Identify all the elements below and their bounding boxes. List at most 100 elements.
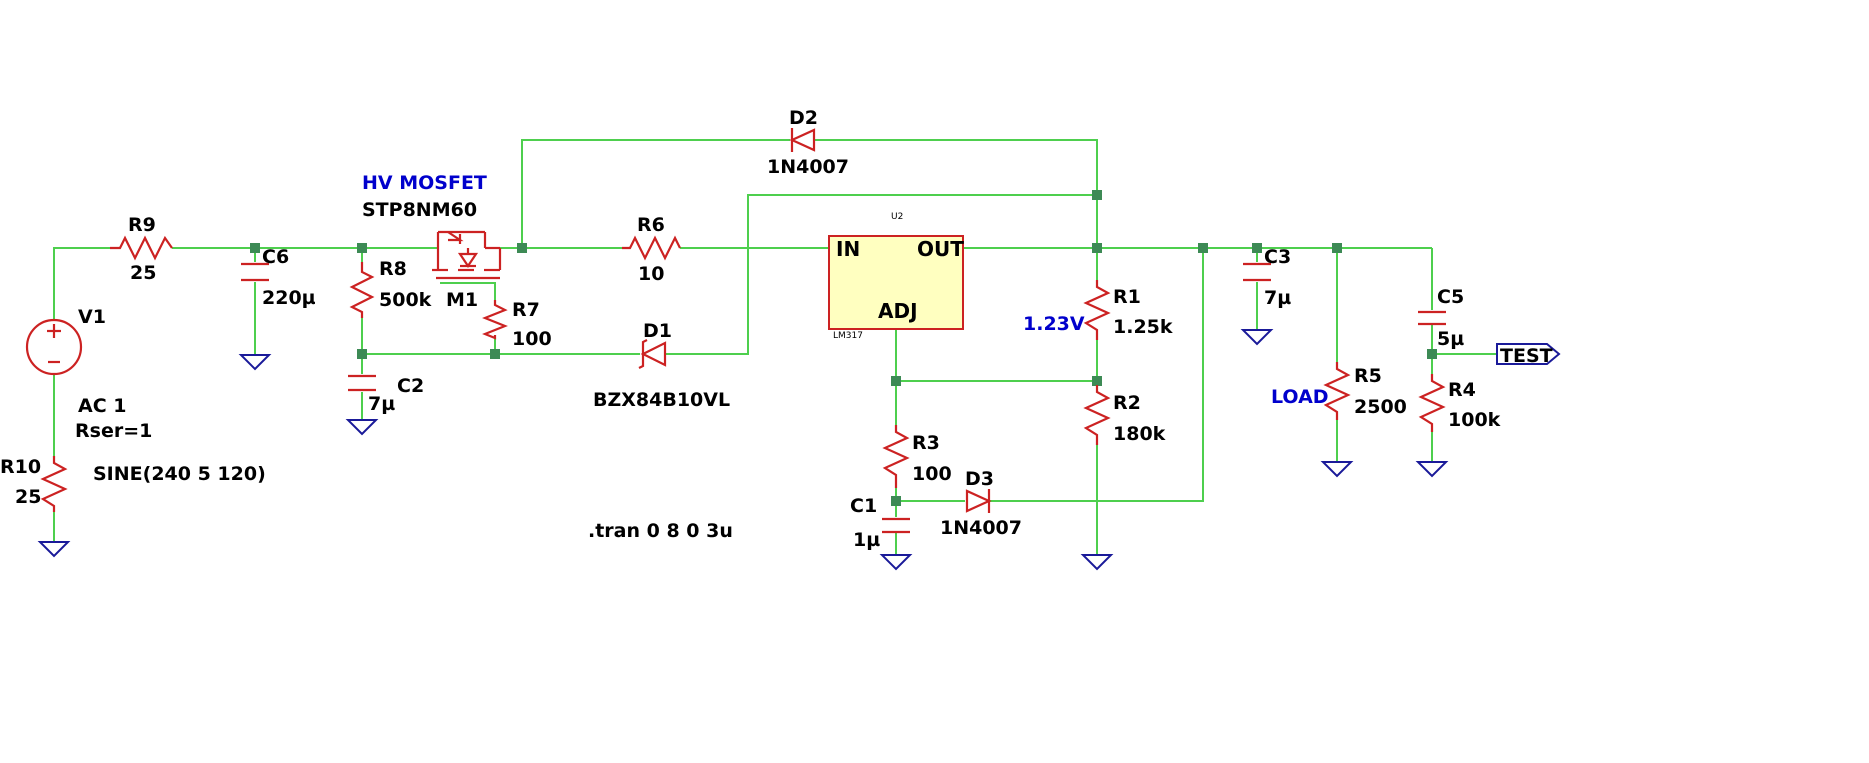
- m1-mosfet[interactable]: [432, 230, 502, 280]
- c3-ref: C3: [1264, 246, 1291, 268]
- r5-ref: R5: [1354, 365, 1382, 387]
- m1-note: HV MOSFET: [362, 172, 487, 194]
- r5-value: 2500: [1354, 396, 1407, 418]
- ground-icon: [1240, 329, 1274, 346]
- c2-ref: C2: [397, 375, 424, 397]
- v1-ac: AC 1: [78, 395, 126, 417]
- r4-value: 100k: [1448, 409, 1501, 431]
- ground-icon: [238, 354, 272, 371]
- r1-note: 1.23V: [1023, 313, 1085, 335]
- r7-value: 100: [512, 328, 552, 350]
- junction: [357, 243, 367, 253]
- r8-value: 500k: [379, 289, 432, 311]
- ground-icon: [1415, 461, 1449, 478]
- u2-regulator[interactable]: [828, 235, 964, 330]
- r7-ref: R7: [512, 299, 540, 321]
- r10-value: 25: [15, 486, 41, 508]
- r6-resistor[interactable]: [622, 235, 681, 261]
- c5-capacitor[interactable]: [1418, 310, 1446, 326]
- wire-v1-r9: [53, 247, 110, 320]
- ground-icon: [1320, 461, 1354, 478]
- test-net-label[interactable]: TEST: [1500, 345, 1553, 367]
- r2-value: 180k: [1113, 423, 1166, 445]
- junction: [490, 349, 500, 359]
- junction: [1092, 243, 1102, 253]
- wires: [53, 139, 1497, 555]
- c2-value: 7µ: [368, 393, 395, 415]
- junction: [891, 496, 901, 506]
- m1-ref: M1: [446, 289, 478, 311]
- wire-d2-left: [521, 139, 790, 248]
- r5-note: LOAD: [1271, 386, 1329, 408]
- r1-resistor[interactable]: [1083, 280, 1111, 340]
- spice-directive[interactable]: .tran 0 8 0 3u: [588, 520, 733, 542]
- d3-diode[interactable]: [965, 489, 992, 513]
- r7-resistor[interactable]: [482, 300, 508, 340]
- c1-ref: C1: [850, 495, 877, 517]
- ground-icon: [345, 419, 379, 436]
- m1-part: STP8NM60: [362, 199, 477, 221]
- r5-resistor[interactable]: [1323, 362, 1351, 420]
- ground-icon: [37, 541, 71, 558]
- d1-zener[interactable]: [638, 339, 667, 369]
- r6-ref: R6: [637, 214, 665, 236]
- junction: [250, 243, 260, 253]
- ground-icon: [1080, 554, 1114, 571]
- junction: [1332, 243, 1342, 253]
- r8-ref: R8: [379, 258, 407, 280]
- c5-value: 5µ: [1437, 328, 1464, 350]
- test-net-flag[interactable]: [1496, 343, 1561, 365]
- r1-value: 1.25k: [1113, 316, 1173, 338]
- r3-value: 100: [912, 463, 952, 485]
- r2-resistor[interactable]: [1083, 385, 1111, 445]
- junction: [1198, 243, 1208, 253]
- v1-func: SINE(240 5 120): [93, 463, 266, 485]
- d3-ref: D3: [965, 468, 994, 490]
- junction: [891, 376, 901, 386]
- r9-resistor[interactable]: [110, 235, 173, 261]
- c6-ref: C6: [262, 246, 289, 268]
- r9-ref: R9: [128, 214, 156, 236]
- r8-resistor[interactable]: [349, 262, 375, 318]
- c5-ref: C5: [1437, 286, 1464, 308]
- junction: [1252, 243, 1262, 253]
- c6-capacitor[interactable]: [241, 262, 269, 282]
- u2-pin-out: OUT: [917, 237, 964, 261]
- v1-source[interactable]: [25, 318, 83, 376]
- junction: [1092, 376, 1102, 386]
- d2-diode[interactable]: [789, 128, 816, 152]
- r10-resistor[interactable]: [40, 456, 68, 512]
- r1-ref: R1: [1113, 286, 1141, 308]
- c1-capacitor[interactable]: [882, 517, 910, 534]
- d3-value: 1N4007: [940, 517, 1022, 539]
- ground-icon: [879, 554, 913, 571]
- wire-d2-right: [814, 139, 1098, 195]
- d2-value: 1N4007: [767, 156, 849, 178]
- wire-r7-gate: [440, 282, 496, 300]
- r9-value: 25: [130, 262, 156, 284]
- c3-capacitor[interactable]: [1243, 262, 1271, 282]
- u2-pin-adj: ADJ: [878, 299, 918, 323]
- r4-ref: R4: [1448, 379, 1476, 401]
- u2-ref: U2: [891, 212, 903, 222]
- c6-value: 220µ: [262, 287, 316, 309]
- d1-ref: D1: [643, 320, 672, 342]
- wire-d1-feedback: [665, 194, 1097, 355]
- c3-value: 7µ: [1264, 287, 1291, 309]
- junction: [1427, 349, 1437, 359]
- junctions: [250, 190, 1437, 506]
- junction: [1092, 190, 1102, 200]
- u2-part: LM317: [833, 331, 863, 341]
- junction: [357, 349, 367, 359]
- u2-pin-in: IN: [836, 237, 860, 261]
- r2-ref: R2: [1113, 392, 1141, 414]
- r10-ref: R10: [0, 456, 41, 478]
- wire-d3-right: [990, 248, 1204, 502]
- v1-rser: Rser=1: [75, 420, 152, 442]
- r3-ref: R3: [912, 432, 940, 454]
- r3-resistor[interactable]: [882, 425, 910, 488]
- c2-capacitor[interactable]: [348, 374, 376, 392]
- r4-resistor[interactable]: [1418, 374, 1446, 432]
- r6-value: 10: [638, 263, 664, 285]
